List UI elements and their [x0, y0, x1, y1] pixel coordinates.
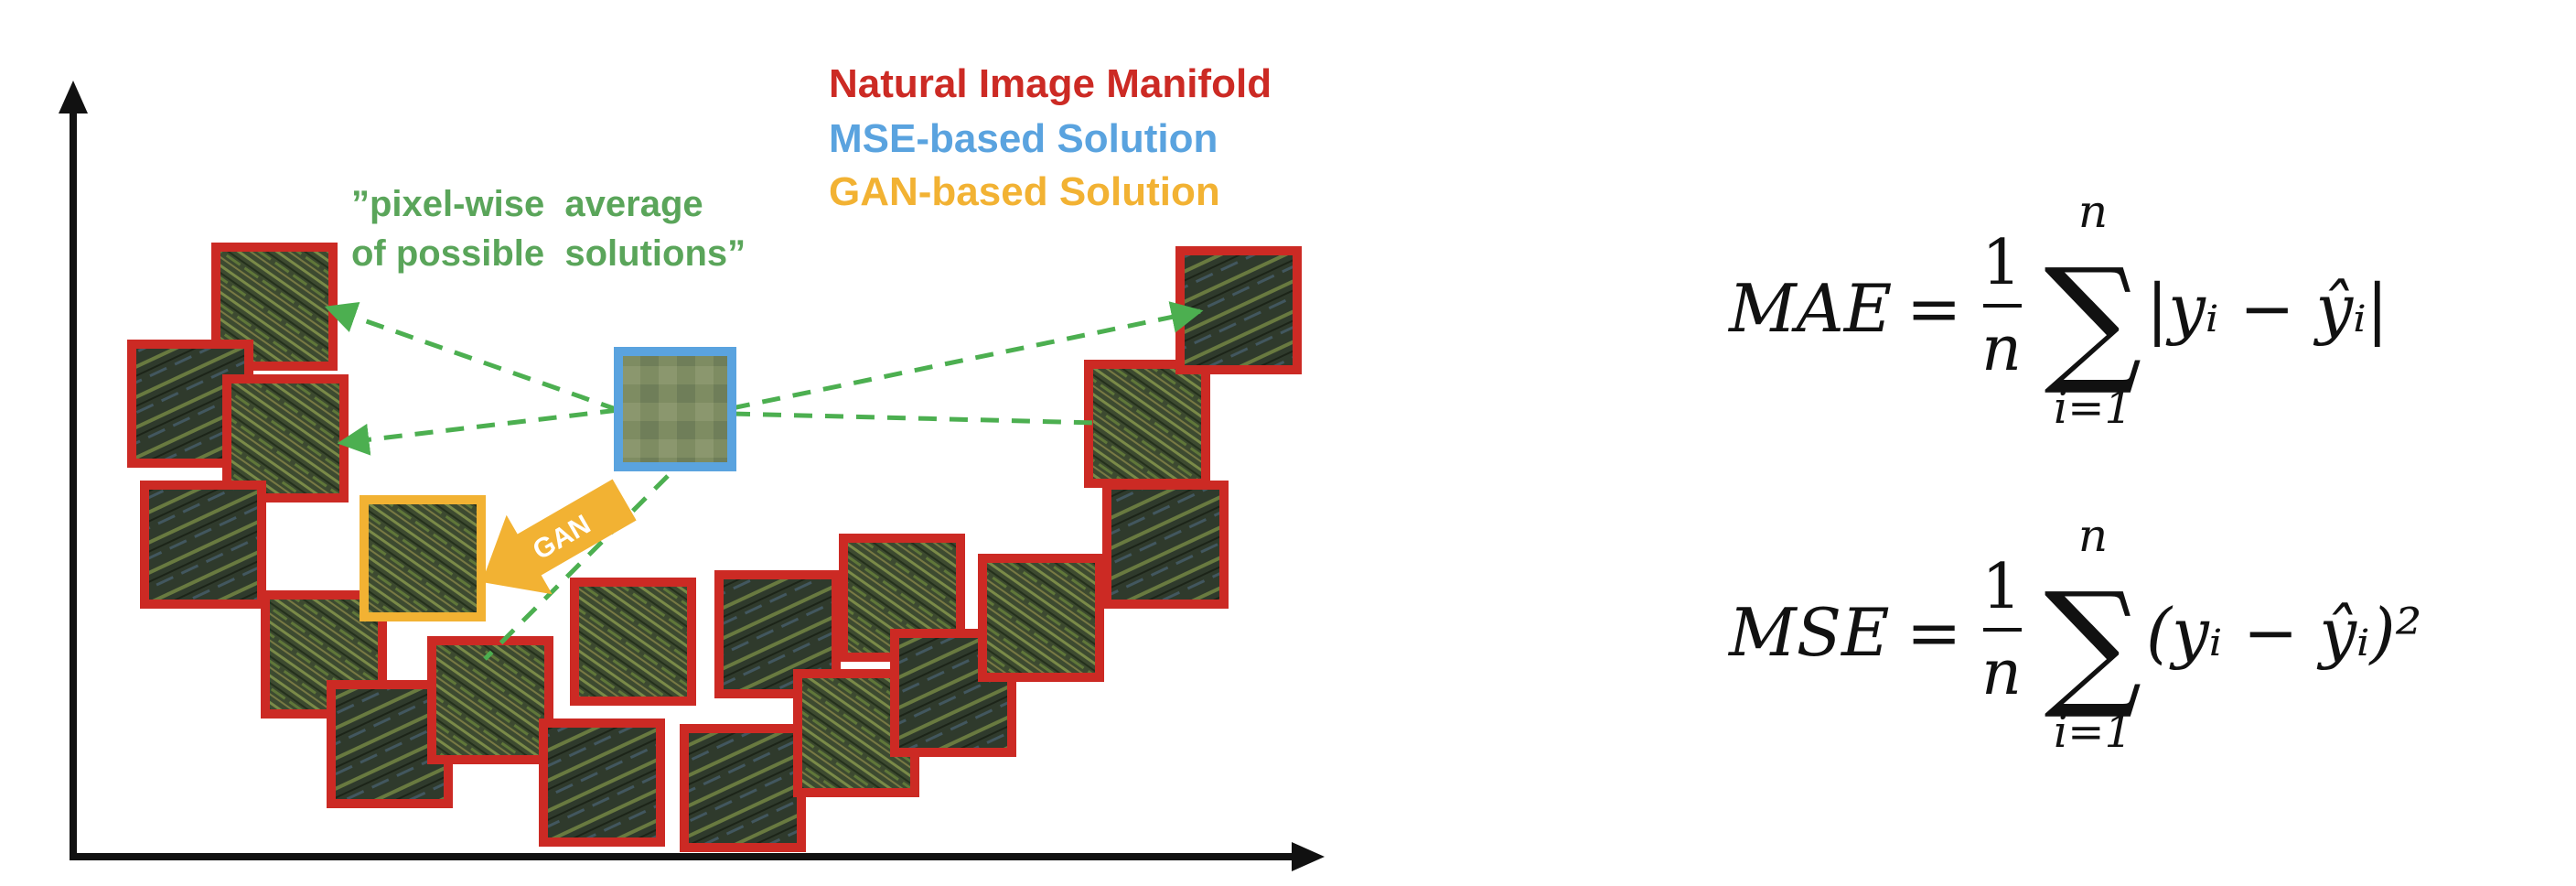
manifold-patches [127, 243, 1302, 852]
manifold-image-patch [1084, 360, 1210, 488]
dashed-arrow-right [731, 411, 1099, 426]
manifold-image-patch [978, 554, 1104, 682]
mse-lhs: MSE [1727, 594, 1890, 671]
annotation: ”pixel-wise average of possible solution… [351, 184, 746, 274]
manifold-image-patch [680, 724, 806, 852]
dashed-arrows [324, 301, 1204, 661]
manifold-image-patch [539, 719, 665, 847]
mse-sum-bottom: i=1 [2054, 707, 2132, 758]
dashed-arrow-left [337, 407, 619, 456]
manifold-image-patch [427, 636, 553, 764]
mse-equation: MSE = 1 n n ∑ i=1 (yᵢ − ŷᵢ)² [1727, 509, 2421, 758]
x-axis-arrowhead [1292, 842, 1325, 871]
mae-lhs: MAE [1727, 270, 1892, 347]
legend-manifold: Natural Image Manifold [829, 61, 1272, 106]
dashed-arrow-upper-left [324, 301, 619, 413]
mse-body: (yᵢ − ŷᵢ)² [2146, 594, 2421, 671]
mae-sum-bottom: i=1 [2054, 383, 2132, 434]
mse-sum-symbol: ∑ [2044, 564, 2141, 723]
mse-sum-top: n [2078, 509, 2108, 562]
mse-fraction-denominator: n [1981, 637, 2022, 709]
mse-fraction-numerator: 1 [1981, 551, 2021, 623]
mae-fraction-numerator: 1 [1981, 227, 2021, 299]
y-axis-arrowhead [59, 81, 88, 113]
mae-equation: MAE = 1 n n ∑ i=1 |yᵢ − ŷᵢ| [1727, 185, 2388, 434]
gan-solution-patch [360, 495, 486, 621]
legend-mse-solution: MSE-based Solution [829, 116, 1218, 161]
axes [59, 81, 1325, 871]
mse-equals: = [1906, 594, 1961, 671]
mae-equals: = [1906, 270, 1961, 347]
mae-fraction-denominator: n [1981, 313, 2022, 385]
manifold-image-patch [570, 578, 696, 706]
mae-sum-symbol: ∑ [2044, 240, 2141, 399]
legend: Natural Image Manifold MSE-based Solutio… [829, 61, 1272, 214]
manifold-image-patch [140, 481, 266, 609]
manifold-image-patch [1102, 481, 1229, 609]
dashed-arrow-upper-right [731, 301, 1204, 411]
mae-body: |yᵢ − ŷᵢ| [2146, 270, 2388, 347]
mse-solution-patch [614, 347, 736, 471]
annotation-line-1: ”pixel-wise average [351, 184, 703, 224]
manifold-image-patch [222, 374, 349, 502]
legend-gan-solution: GAN-based Solution [829, 169, 1220, 214]
annotation-line-2: of possible solutions” [351, 233, 746, 274]
dashed-arrow-down [483, 474, 670, 661]
mae-sum-top: n [2078, 185, 2108, 238]
